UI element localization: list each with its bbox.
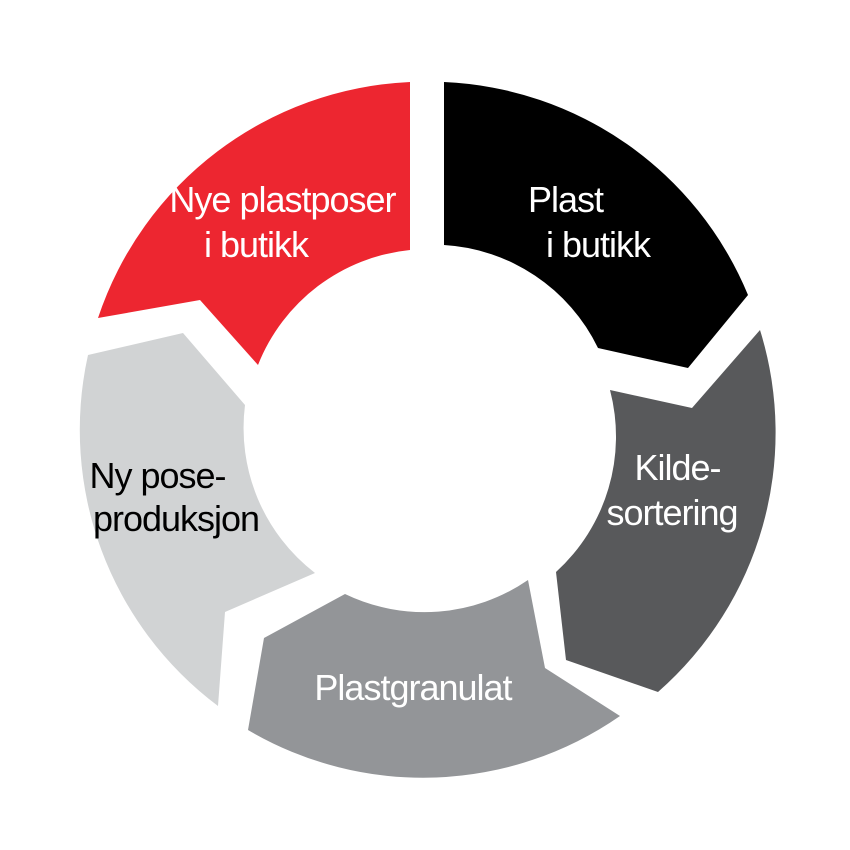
segment-label-nye-plastposer-i-butikk: Nye plastposer i butikk (169, 179, 404, 265)
segment-kildesortering: Kilde- sortering (556, 330, 776, 692)
label-line: Plast (528, 179, 604, 220)
segment-label-plastgranulat: Plastgranulat (314, 667, 512, 708)
label-line: Plastgranulat (314, 667, 512, 708)
label-line: Ny pose- (89, 455, 225, 496)
label-line: Nye plastposer (169, 179, 396, 220)
label-line: i butikk (204, 224, 310, 265)
label-line: produksjon (93, 498, 259, 539)
segment-nye-plastposer-i-butikk: Nye plastposer i butikk (98, 82, 410, 365)
segment-plast-i-butikk: Plast i butikk (444, 82, 748, 368)
segment-ny-poseproduksjon: Ny pose- produksjon (79, 333, 315, 706)
segment-shape-ny-poseproduksjon (79, 333, 315, 706)
label-line: Kilde- (634, 447, 720, 488)
segment-plastgranulat: Plastgranulat (248, 580, 620, 778)
segment-label-kildesortering: Kilde- sortering (606, 447, 737, 533)
segment-shape-plastgranulat (248, 580, 620, 778)
label-line: i butikk (546, 224, 652, 265)
segment-shape-nye-plastposer-i-butikk (98, 82, 410, 365)
label-line: sortering (606, 492, 737, 533)
segment-shape-kildesortering (556, 330, 776, 692)
segment-label-plast-i-butikk: Plast i butikk (528, 179, 652, 265)
segment-shape-plast-i-butikk (444, 82, 748, 368)
segment-label-ny-poseproduksjon: Ny pose- produksjon (89, 455, 259, 539)
